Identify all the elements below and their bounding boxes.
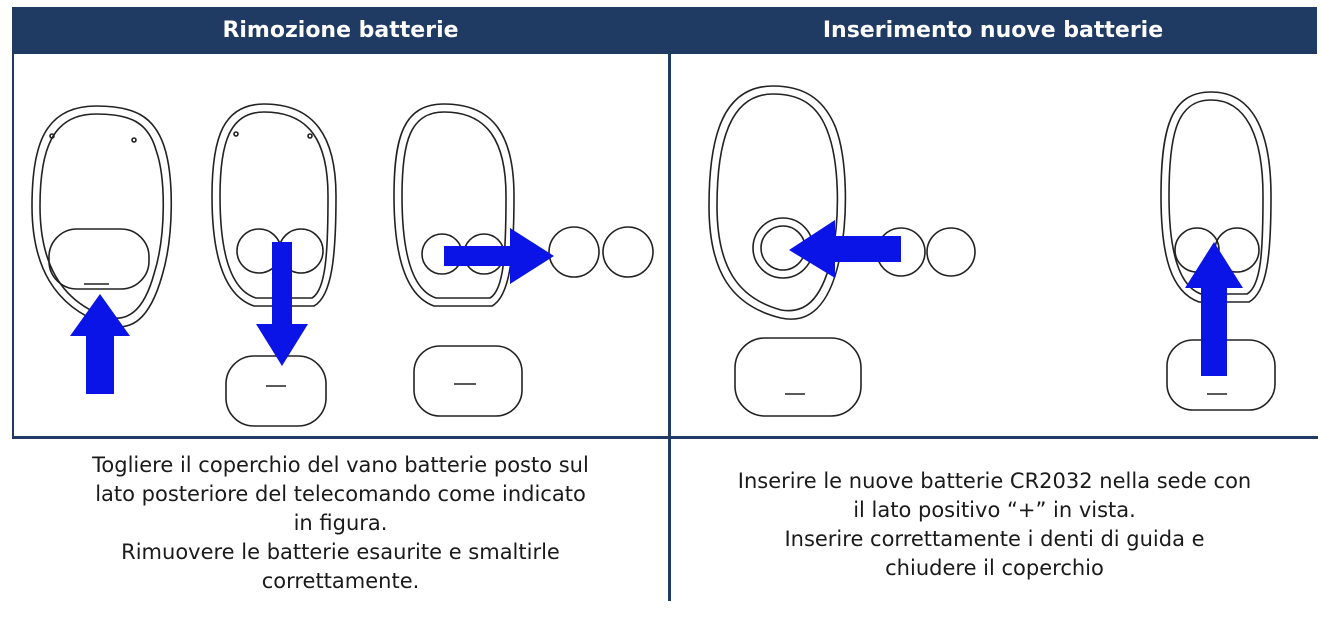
insertion-text-line: chiudere il coperchio [885, 556, 1104, 580]
insertion-text-line: Inserire le nuove batterie CR2032 nella … [737, 469, 1252, 493]
table-divider-vertical [668, 54, 671, 601]
table-divider-horizontal [12, 436, 1318, 439]
insertion-instructions: Inserire le nuove batterie CR2032 nella … [672, 439, 1317, 629]
battery-cover-icon [413, 345, 523, 417]
arrow-up-icon [70, 294, 130, 394]
arrow-down-icon [256, 242, 308, 366]
arrow-left-icon [789, 220, 901, 278]
insertion-header-label: Inserimento nuove batterie [822, 18, 1164, 43]
battery-icon [926, 227, 976, 277]
instruction-sheet: Rimozione batterie Inserimento nuove bat… [12, 0, 1318, 601]
removal-text-line: correttamente. [261, 569, 420, 593]
insertion-figure [671, 56, 1317, 437]
removal-figure [14, 56, 668, 437]
insertion-text-line: il lato positivo “+” in vista. [853, 498, 1136, 522]
removal-header-label: Rimozione batterie [222, 18, 459, 43]
battery-icon [602, 226, 654, 278]
remote-icon [31, 105, 173, 328]
battery-icon [548, 226, 600, 278]
removal-text-line: Togliere il coperchio del vano batterie … [92, 453, 589, 477]
insertion-text-line: Inserire correttamente i denti di guida … [784, 527, 1205, 551]
removal-text-line: lato posteriore del telecomando come ind… [95, 482, 586, 506]
removal-illustration [31, 103, 654, 427]
battery-cover-icon [734, 337, 862, 417]
battery-cover-icon [225, 355, 327, 427]
removal-instructions: Togliere il coperchio del vano batterie … [12, 439, 669, 613]
table-border-left [12, 54, 14, 438]
removal-text-line: Rimuovere le batterie esaurite e smaltir… [121, 540, 560, 564]
removal-header: Rimozione batterie [12, 7, 669, 54]
arrow-right-icon [444, 228, 554, 284]
remote-icon [393, 103, 654, 417]
arrow-up-icon [1185, 242, 1243, 376]
insertion-illustration [708, 85, 1276, 417]
removal-text-line: in figura. [293, 511, 388, 535]
insertion-header: Inserimento nuove batterie [669, 7, 1317, 54]
